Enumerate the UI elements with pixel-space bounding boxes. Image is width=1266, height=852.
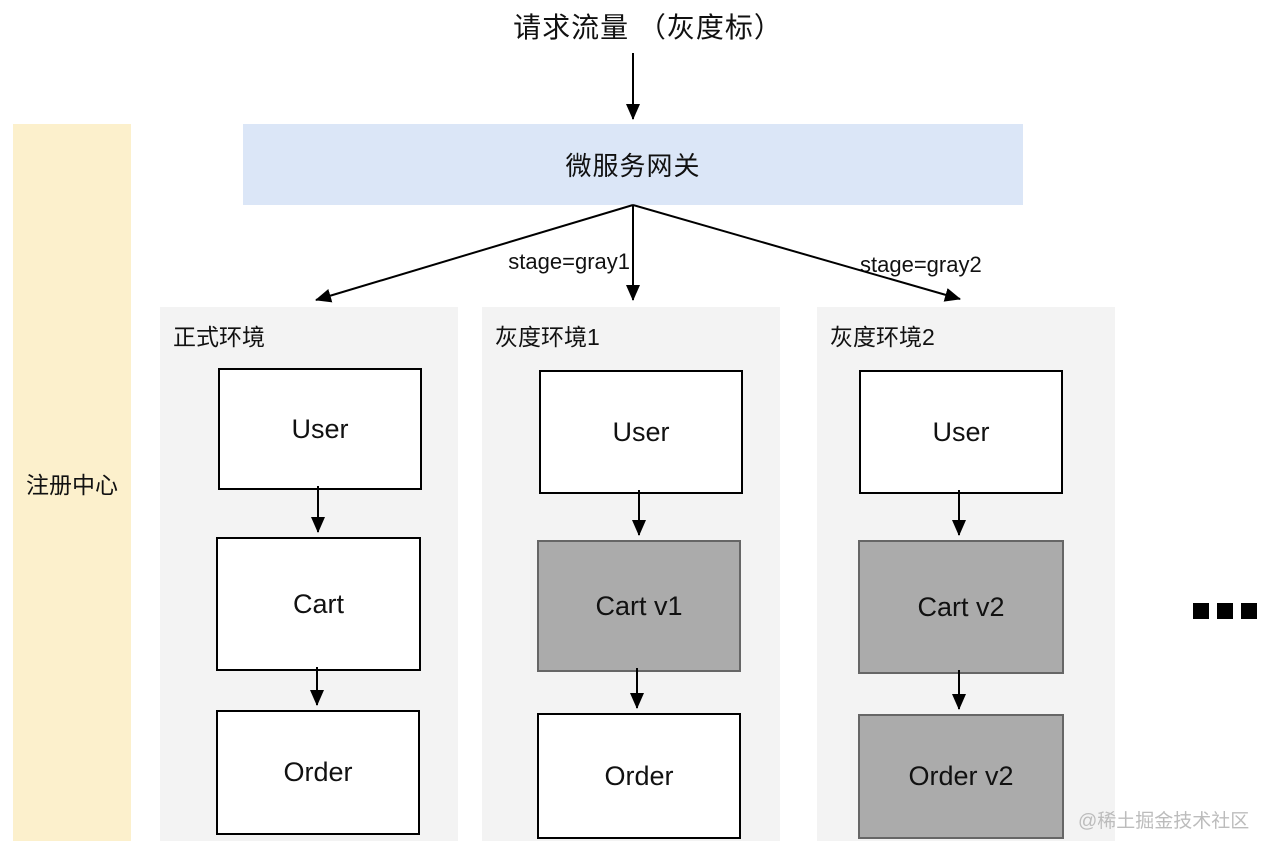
watermark: @稀土掘金技术社区: [1078, 811, 1250, 832]
gateway-label: 微服务网关: [565, 151, 701, 181]
service-label: Order v2: [908, 761, 1014, 791]
service-label: Cart v1: [595, 590, 683, 621]
registry-center-bar: 注册中心: [13, 124, 131, 841]
service-label: User: [932, 416, 990, 447]
service-box-prod-order: Order: [216, 710, 420, 835]
env-panel-gray2: 灰度环境2 User Cart v2 Order v2: [817, 307, 1115, 841]
ellipsis-dot: [1241, 603, 1257, 619]
env-panel-gray2-title: 灰度环境2: [830, 324, 935, 350]
env-panel-gray1: 灰度环境1 User Cart v1 Order: [482, 307, 780, 841]
more-environments-ellipsis: [1193, 603, 1257, 619]
route-label-gray2: stage=gray2: [860, 252, 982, 277]
env-panel-production: 正式环境 User Cart Order: [160, 307, 458, 841]
diagram-title: 请求流量 （灰度标）: [513, 12, 783, 43]
service-box-gray1-cart-v1: Cart v1: [537, 540, 741, 672]
ellipsis-dot: [1217, 603, 1233, 619]
service-label: User: [612, 416, 670, 447]
service-label: Order: [283, 757, 353, 787]
route-label-gray1: stage=gray1: [508, 249, 630, 274]
service-box-prod-user: User: [218, 368, 422, 490]
ellipsis-dot: [1193, 603, 1209, 619]
gateway-box: 微服务网关: [243, 124, 1023, 205]
env-panel-gray1-title: 灰度环境1: [495, 324, 600, 350]
service-label: Order: [604, 760, 674, 791]
service-box-gray2-cart-v2: Cart v2: [858, 540, 1064, 674]
service-box-gray2-user: User: [859, 370, 1063, 494]
service-box-gray1-user: User: [539, 370, 743, 494]
service-box-gray2-order-v2: Order v2: [858, 714, 1064, 839]
service-box-gray1-order: Order: [537, 713, 741, 839]
service-label: Cart: [292, 588, 344, 619]
registry-center-label: 注册中心: [26, 471, 118, 498]
env-panel-production-title: 正式环境: [173, 324, 265, 350]
service-box-prod-cart: Cart: [216, 537, 421, 671]
service-label: Cart v2: [917, 591, 1005, 622]
service-label: User: [291, 413, 349, 444]
